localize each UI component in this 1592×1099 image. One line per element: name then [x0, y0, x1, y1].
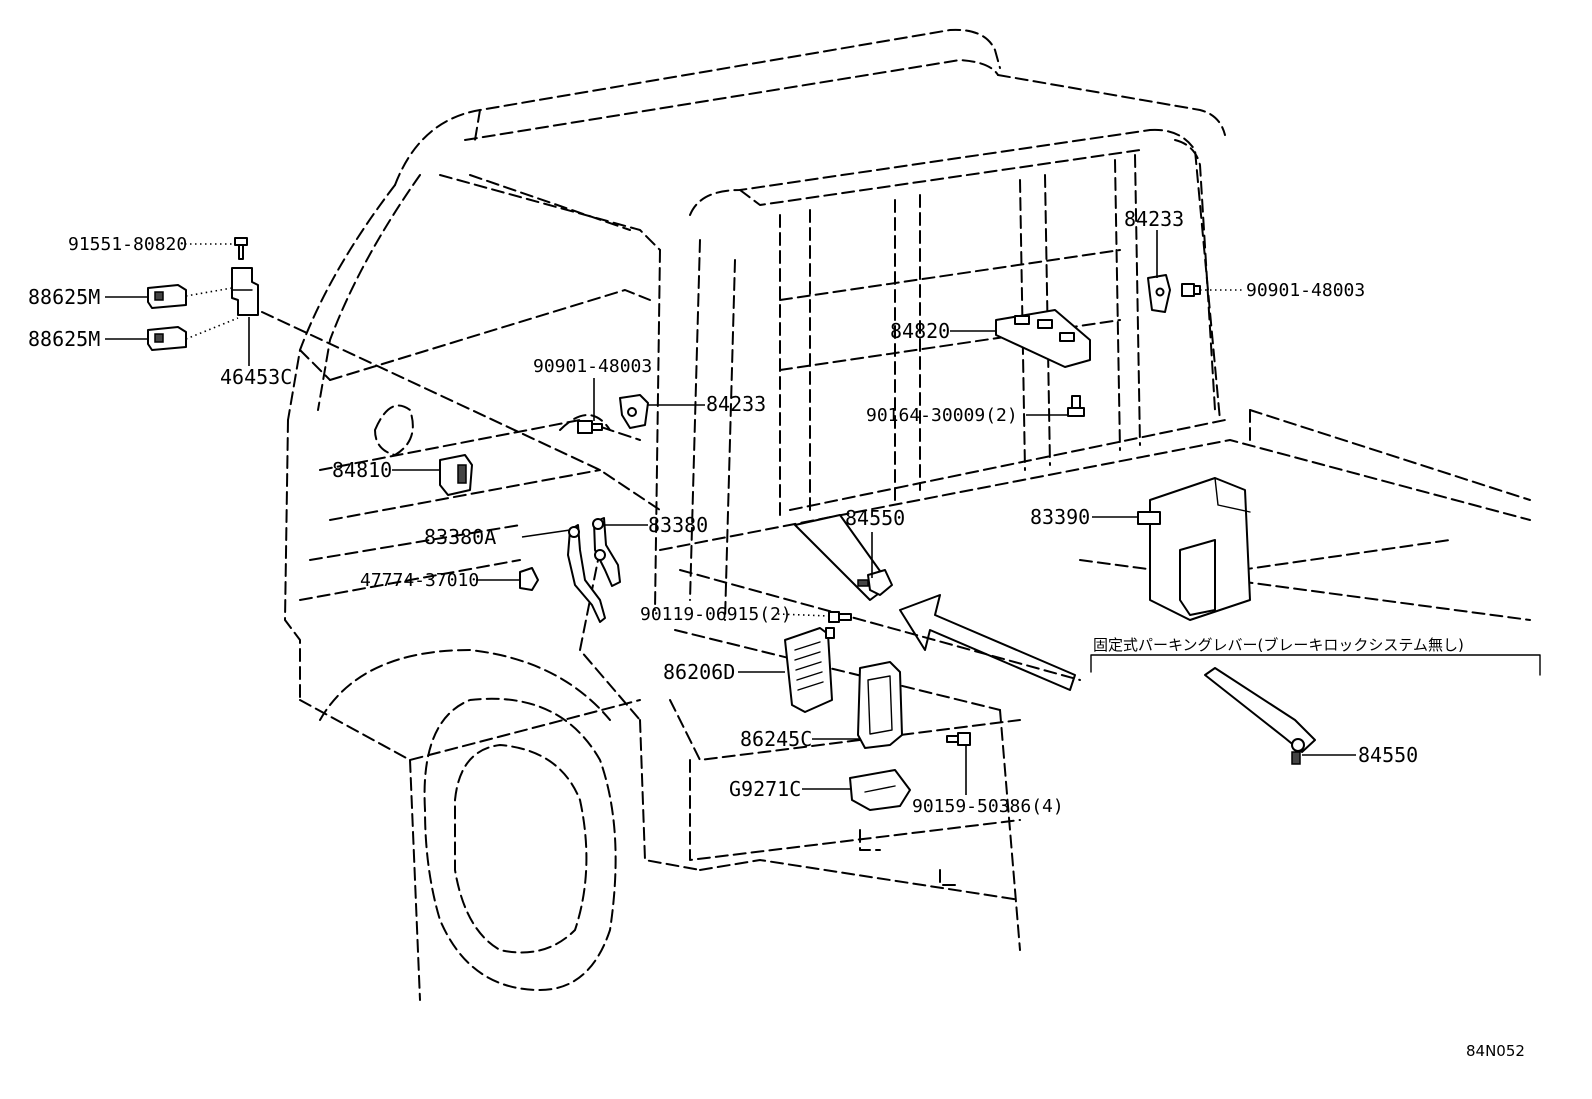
label-83390: 83390 [1030, 505, 1090, 529]
switch-84550-center [794, 514, 893, 601]
bracket-86245c [857, 661, 903, 749]
clip-47774 [519, 567, 539, 591]
figure-code: 84N052 [1466, 1042, 1525, 1060]
switch-84233-left [619, 394, 649, 429]
bolt-90159 [946, 732, 971, 746]
label-46453c: 46453C [220, 365, 292, 389]
label-90901-48003-right: 90901-48003 [1246, 280, 1365, 301]
label-90164-30009: 90164-30009(2) [866, 405, 1018, 426]
label-86245c: 86245C [740, 727, 812, 751]
label-84233-right: 84233 [1124, 207, 1184, 231]
parking-lever-detail [1204, 667, 1316, 765]
screw-91551 [234, 237, 248, 260]
bolt-90901-left [577, 420, 603, 434]
label-90159-50386: 90159-50386(4) [912, 796, 1064, 817]
screw-90119 [828, 611, 852, 623]
label-90901-48003-left: 90901-48003 [533, 356, 652, 377]
bolt-90901-right [1181, 283, 1201, 297]
connector-88625m-b [147, 326, 187, 351]
switch-84810 [439, 454, 473, 496]
label-84550-right: 84550 [1358, 743, 1418, 767]
note-bracket [1090, 654, 1541, 676]
label-88625m-a: 88625M [28, 285, 100, 309]
part-labels: 91551-80820 88625M 88625M 46453C 90901-4… [28, 207, 1525, 1060]
label-90119-06915: 90119-06915(2) [640, 604, 792, 625]
label-86206d: 86206D [663, 660, 735, 684]
label-47774-37010: 47774-37010 [360, 570, 479, 591]
cable-83380 [567, 517, 621, 623]
leader-lines [105, 230, 1356, 795]
switch-84233-right [1147, 274, 1171, 313]
parking-lever-note: 固定式パーキングレバー(ブレーキロックシステム無し) [1093, 636, 1464, 654]
label-83380a: 83380A [424, 525, 496, 549]
screw-90164 [1067, 395, 1085, 417]
label-91551-80820: 91551-80820 [68, 234, 187, 255]
box-83390 [1137, 477, 1251, 621]
direction-arrow [899, 594, 1076, 691]
label-88625m-b: 88625M [28, 327, 100, 351]
vehicle-outline [261, 28, 1531, 1001]
label-84550-center: 84550 [845, 506, 905, 530]
bracket-46453c [231, 267, 259, 316]
label-84810: 84810 [332, 458, 392, 482]
label-83380: 83380 [648, 513, 708, 537]
ecu-86206d [784, 627, 835, 713]
connector-88625m-a [147, 284, 187, 309]
label-84820: 84820 [890, 319, 950, 343]
label-g9271c: G9271C [729, 777, 801, 801]
cover-g9271c [849, 769, 911, 811]
label-84233-left: 84233 [706, 392, 766, 416]
switch-84820 [995, 309, 1091, 368]
